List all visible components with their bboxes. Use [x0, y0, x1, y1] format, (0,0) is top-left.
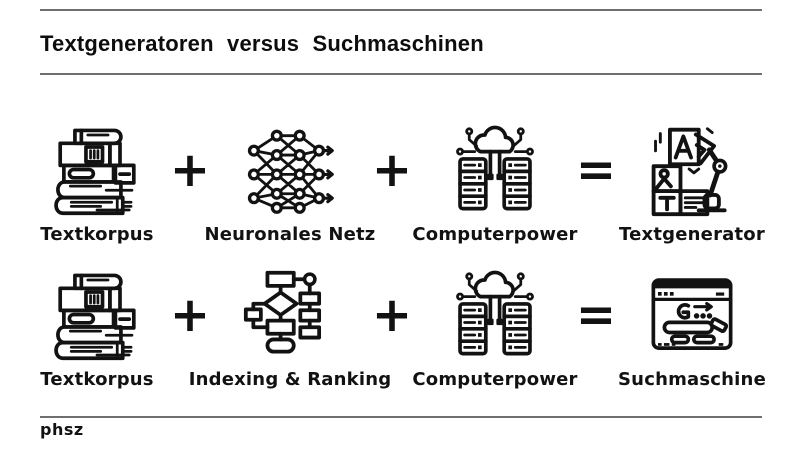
term-label: Indexing & Ranking	[188, 369, 392, 390]
equals-operator: =	[575, 287, 617, 343]
term-computerpower: Computerpower	[403, 122, 587, 245]
books-icon-box	[50, 267, 144, 363]
neural-network-icon	[247, 129, 334, 214]
term-label: Computerpower	[412, 224, 578, 245]
flowchart-icon-box	[243, 267, 337, 363]
top-rule	[40, 9, 762, 11]
server-cloud-icon-box	[449, 267, 541, 363]
plus-operator: +	[371, 142, 413, 198]
term-label: Neuronales Netz	[204, 224, 376, 245]
result-label: Suchmaschine	[618, 369, 766, 390]
neural-network-icon-box	[244, 122, 336, 218]
term-textkorpus: Textkorpus	[34, 122, 160, 245]
term-computerpower: Computerpower	[403, 267, 587, 390]
title-rule	[40, 73, 762, 75]
result-label: Textgenerator	[619, 224, 765, 245]
term-indexing-ranking: Indexing & Ranking	[189, 267, 391, 390]
browser-search-icon	[651, 278, 733, 350]
term-label: Computerpower	[412, 369, 578, 390]
robot-arm-icon-box	[643, 122, 741, 218]
term-label: Textkorpus	[40, 224, 154, 245]
plus-operator: +	[371, 287, 413, 343]
phsz-logo: phsz	[40, 420, 84, 439]
equals-operator: =	[575, 142, 617, 198]
term-neuronales-netz: Neuronales Netz	[196, 122, 384, 245]
slide-title: Textgeneratoren versus Suchmaschinen	[40, 30, 484, 56]
books-icon	[54, 273, 136, 361]
plus-operator: +	[169, 142, 211, 198]
result-suchmaschine: Suchmaschine	[600, 267, 784, 390]
server-cloud-icon	[456, 125, 534, 211]
server-cloud-icon-box	[449, 122, 541, 218]
server-cloud-icon	[456, 270, 534, 356]
equation-row-suchmaschine: Textkorpus + Indexing & Ranking +	[0, 267, 800, 397]
plus-operator: +	[169, 287, 211, 343]
footer-rule	[40, 416, 762, 418]
term-label: Textkorpus	[40, 369, 154, 390]
result-textgenerator: Textgenerator	[600, 122, 784, 245]
books-icon-box	[50, 122, 144, 218]
robot-arm-icon	[651, 127, 728, 217]
flowchart-icon	[243, 270, 322, 354]
equation-row-textgenerator: Textkorpus + Neuronales Netz +	[0, 122, 800, 252]
browser-search-icon-box	[646, 267, 738, 363]
term-textkorpus: Textkorpus	[34, 267, 160, 390]
books-icon	[54, 128, 136, 216]
